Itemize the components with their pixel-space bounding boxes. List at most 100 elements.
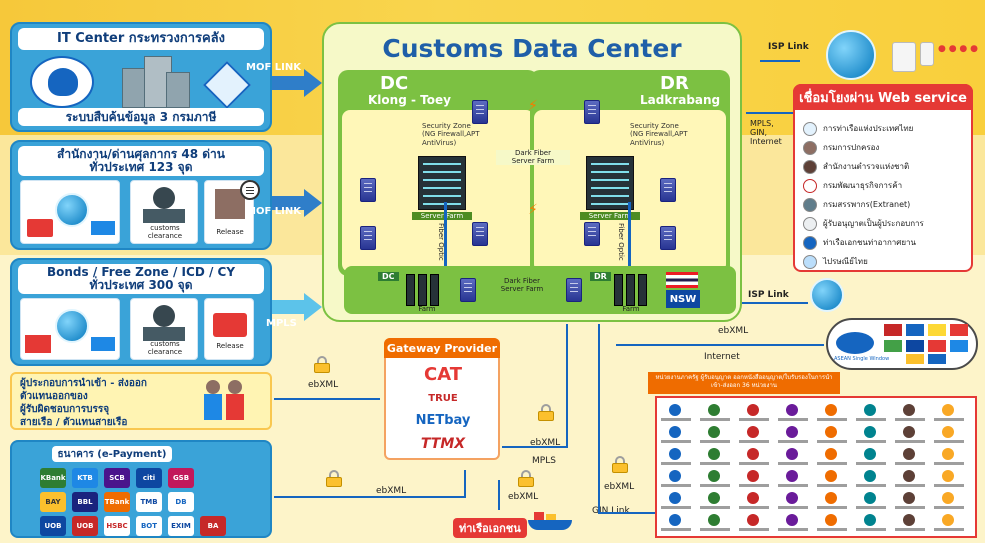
bonds-release-illustration: Release [204, 298, 254, 360]
agency-name-placeholder [661, 418, 691, 421]
trader-people-icon [202, 378, 248, 424]
agency-logo-icon [669, 470, 681, 482]
ebxml-ship-label: ebXML [508, 492, 539, 502]
agency-logo-icon [903, 404, 915, 416]
agency-name-placeholder [739, 440, 769, 443]
dr-fiber-connector [628, 202, 631, 272]
data-center-title: Customs Data Center [382, 34, 682, 63]
agency-name-placeholder [895, 484, 925, 487]
agency-logo-icon [825, 492, 837, 504]
agency-name-placeholder [817, 528, 847, 531]
web-service-item: กรมสรรพากร(Extranet) [803, 196, 967, 213]
web-service-item: การท่าเรือแห่งประเทศไทย [803, 120, 967, 137]
agency-logo-icon [942, 404, 954, 416]
agencies-note: หน่วยงานภาครัฐ ผู้รับอนุญาต ออกหนังสืออน… [648, 372, 840, 394]
trader-item: ผู้รับผิดชอบการบรรจุ [20, 404, 110, 415]
it-center-title: IT Center กระทรวงการคลัง [18, 28, 264, 50]
dr-zone-subtitle: Ladkrabang [640, 93, 721, 107]
bonds-title: Bonds / Free Zone / ICD / CY ทั่วประเทศ … [18, 264, 264, 294]
agency-logo-icon [747, 470, 759, 482]
lock-icon [612, 456, 628, 473]
agency-logo-icon [825, 448, 837, 460]
dc-zone-title: DC [380, 73, 409, 94]
farm-dc-tag: DC [378, 272, 399, 281]
gateway-provider-panel: Gateway Provider CAT TRUE NETbay TTMX [384, 338, 500, 460]
agency-name-placeholder [934, 440, 964, 443]
server-icon [660, 178, 676, 202]
server-rack [406, 274, 415, 306]
agency-name-placeholder [895, 462, 925, 465]
web-service-item: กรมพัฒนาธุรกิจการค้า [803, 177, 967, 194]
agency-name-placeholder [934, 418, 964, 421]
agency-logo-icon [903, 426, 915, 438]
traders-panel: ผู้ประกอบการนำเข้า - ส่งออก ตัวแทนออกของ… [10, 372, 272, 430]
agency-name-placeholder [661, 528, 691, 531]
ttmx-logo: TTMX [420, 436, 466, 452]
data-cube-icon [202, 60, 252, 110]
agency-name-placeholder [700, 462, 730, 465]
agency-logo-icon [786, 426, 798, 438]
agency-logo-icon [708, 492, 720, 504]
customs-clearance-caption: customs clearance [147, 224, 183, 240]
farm-dr-tag: DR [590, 272, 611, 281]
dc-fiber-label: Fiber Optic [436, 222, 445, 261]
dr-zone-title: DR [660, 73, 689, 94]
agency-logo-icon [786, 448, 798, 460]
agency-logo-icon [708, 448, 720, 460]
agency-name-placeholder [817, 484, 847, 487]
asean-single-window: ASEAN Single Window [826, 318, 978, 370]
agency-name-placeholder [778, 462, 808, 465]
agency-logo-icon [708, 470, 720, 482]
agency-logo-icon [669, 404, 681, 416]
agency-logo-icon [708, 514, 720, 526]
agency-logo-icon [786, 514, 798, 526]
agency-logo-icon [825, 426, 837, 438]
server-icon [460, 278, 476, 302]
agency-logo-icon [803, 140, 817, 155]
agency-logo-icon [942, 514, 954, 526]
trader-item: ตัวแทนออกของ [20, 391, 88, 402]
mof-link-arrow-2 [272, 196, 310, 210]
agency-logo-icon [708, 426, 720, 438]
bank-panel: ธนาคาร (e-Payment) KBank KTB SCB citi GS… [10, 440, 272, 538]
lightning-icon: ⚡ [528, 98, 538, 114]
server-rack [430, 274, 439, 306]
agency-logo-icon [708, 404, 720, 416]
mof-link-arrowhead-2 [304, 189, 322, 217]
agency-name-placeholder [856, 506, 886, 509]
dc-security-text: Security Zone (NG Firewall,APT AntiVirus… [422, 122, 480, 147]
agency-logo-icon [825, 404, 837, 416]
ministry-seal-icon [30, 56, 94, 108]
bank-logo: UOB [72, 516, 98, 536]
document-list-icon [240, 180, 260, 200]
agency-logo-icon [747, 404, 759, 416]
agency-name-placeholder [856, 462, 886, 465]
dr-fiber-label: Fiber Optic [616, 222, 625, 261]
agency-logo-icon [669, 492, 681, 504]
agency-logo-icon [669, 514, 681, 526]
agency-name-placeholder [778, 528, 808, 531]
agency-name-placeholder [661, 462, 691, 465]
agency-logo-icon [669, 426, 681, 438]
agency-logo-icon [786, 492, 798, 504]
agency-logo-icon [942, 470, 954, 482]
agency-name-placeholder [895, 418, 925, 421]
internet-label: Internet [704, 352, 740, 362]
agency-name-placeholder [700, 484, 730, 487]
trader-item: สายเรือ / ตัวแทนสายเรือ [20, 417, 128, 428]
bank-logo: GSB [168, 468, 194, 488]
agency-name-placeholder [739, 506, 769, 509]
agency-logo-icon [803, 216, 817, 231]
agency-name-placeholder [856, 440, 886, 443]
agency-name-placeholder [895, 440, 925, 443]
mpls-label-left: MPLS [266, 318, 297, 329]
server-icon [472, 222, 488, 246]
dc-fiber-connector [444, 202, 447, 272]
agency-logo-icon [864, 492, 876, 504]
agency-logo-icon [864, 470, 876, 482]
bank-logo: EXIM [168, 516, 194, 536]
agency-name-placeholder [934, 462, 964, 465]
farm-left-label: Farm [418, 305, 436, 313]
agency-logo-icon [803, 197, 817, 212]
agency-name-placeholder [700, 506, 730, 509]
